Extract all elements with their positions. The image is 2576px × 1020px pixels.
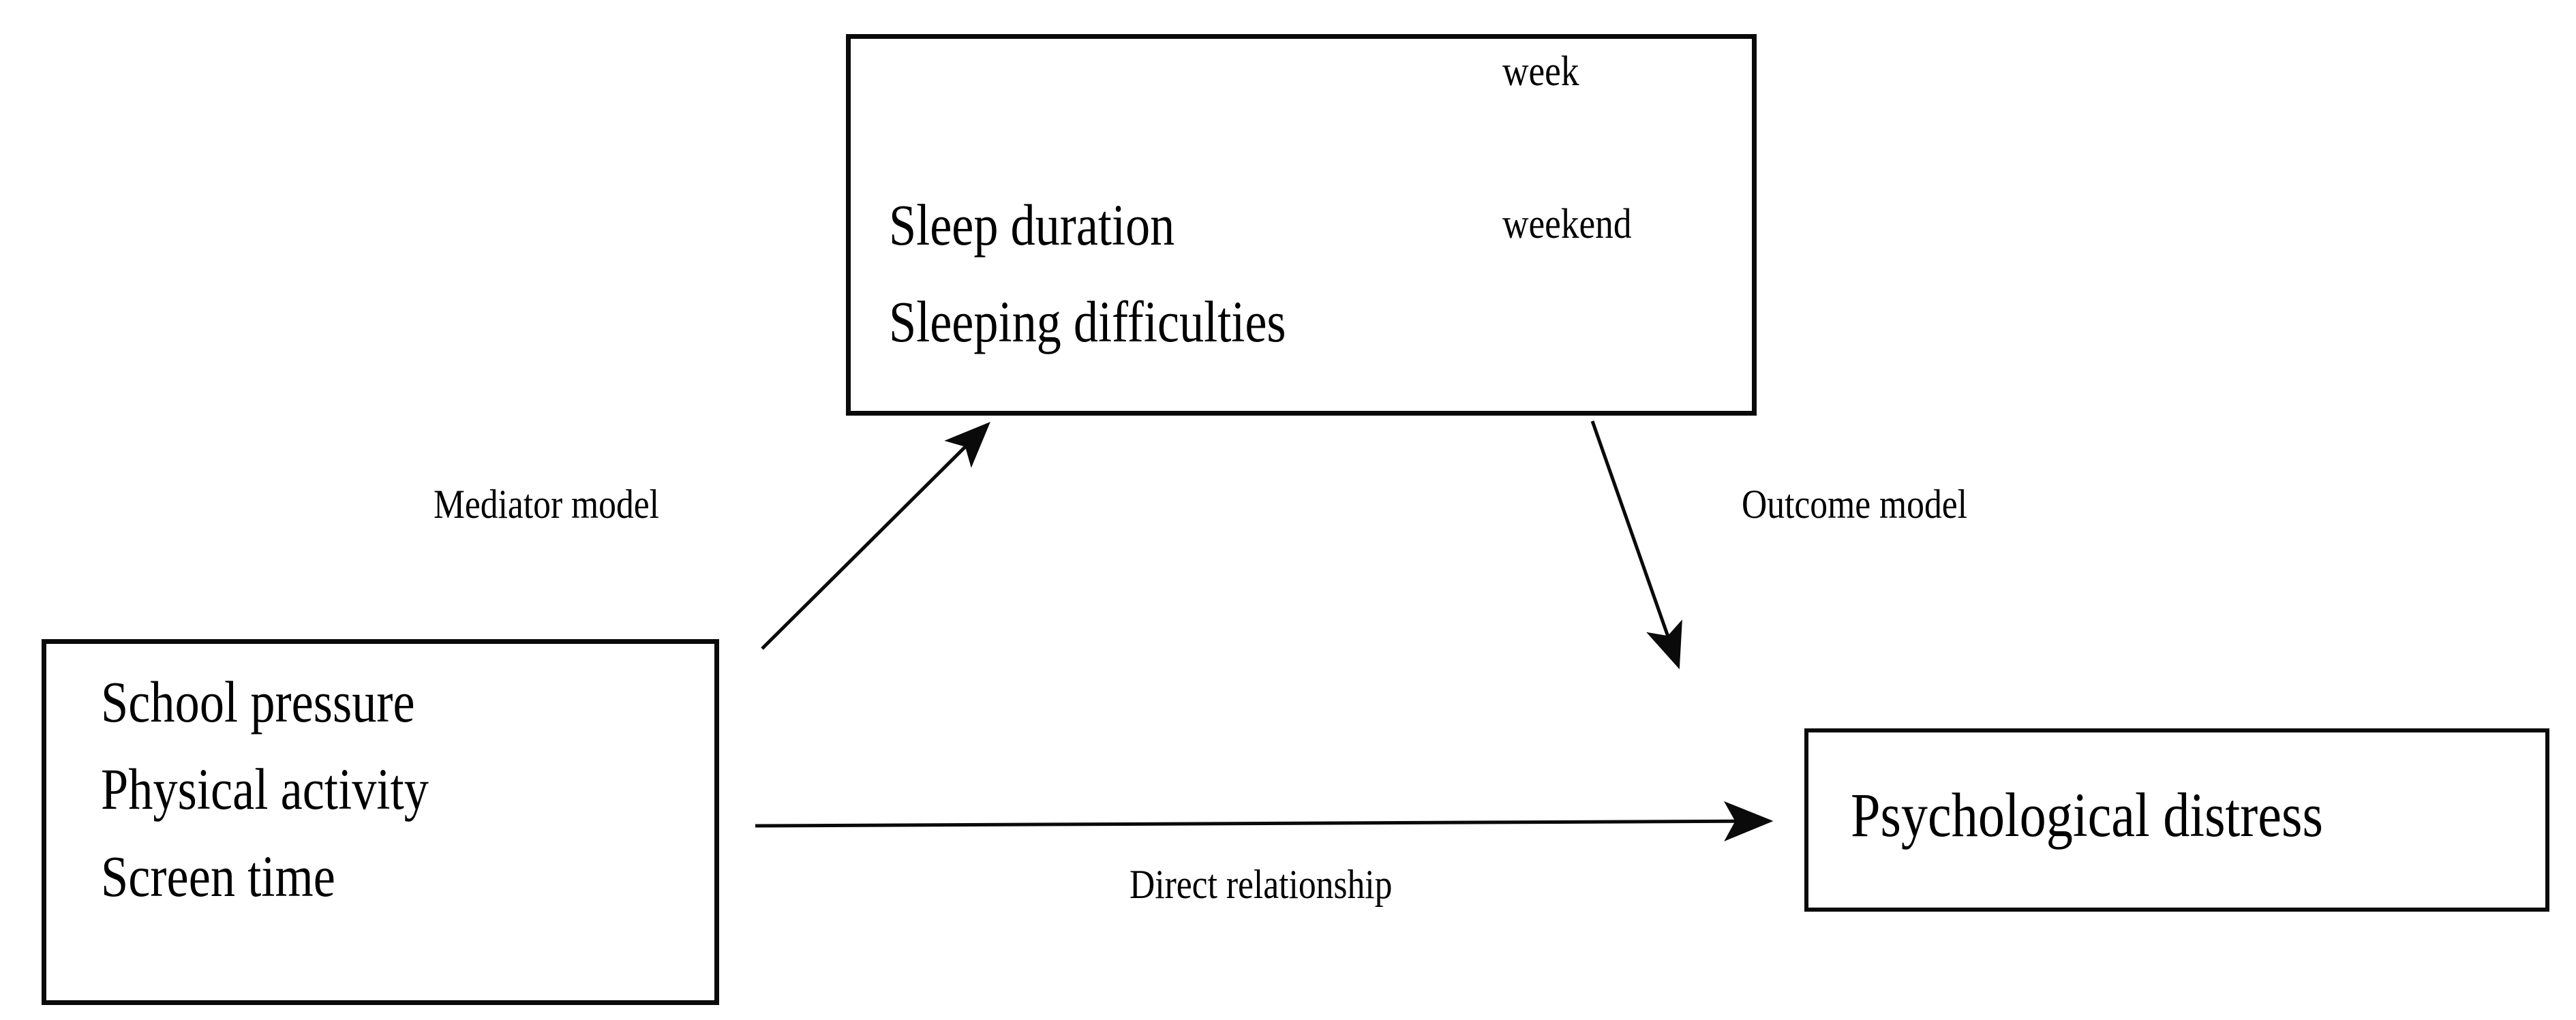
edge-label-direct-relationship: Direct relationship [1130,862,1393,907]
branch-week-label: week [1502,48,1579,95]
exposures-box[interactable]: School pressure Physical activity Screen… [42,639,719,1005]
mediator-sleeping-difficulties-label: Sleeping difficulties [889,289,1286,354]
outcome-psychological-distress-label: Psychological distress [1851,780,2323,850]
outcome-box[interactable]: Psychological distress [1804,728,2549,912]
mediators-box[interactable]: Sleep duration Sleeping difficulties wee… [846,34,1757,416]
branch-weekend-label: weekend [1502,201,1632,247]
edge-mediator-model-line [761,422,990,650]
mediator-sleep-duration-label: Sleep duration [889,192,1175,258]
edge-outcome-model-line [1590,420,1682,670]
edge-label-outcome-model: Outcome model [1742,482,1968,527]
exposure-item-screen-time: Screen time [101,844,335,909]
exposure-item-school-pressure: School pressure [101,669,415,735]
edge-direct-relationship-line [755,801,1774,841]
exposure-item-physical-activity: Physical activity [101,756,429,822]
edge-label-mediator-model: Mediator model [434,482,660,527]
